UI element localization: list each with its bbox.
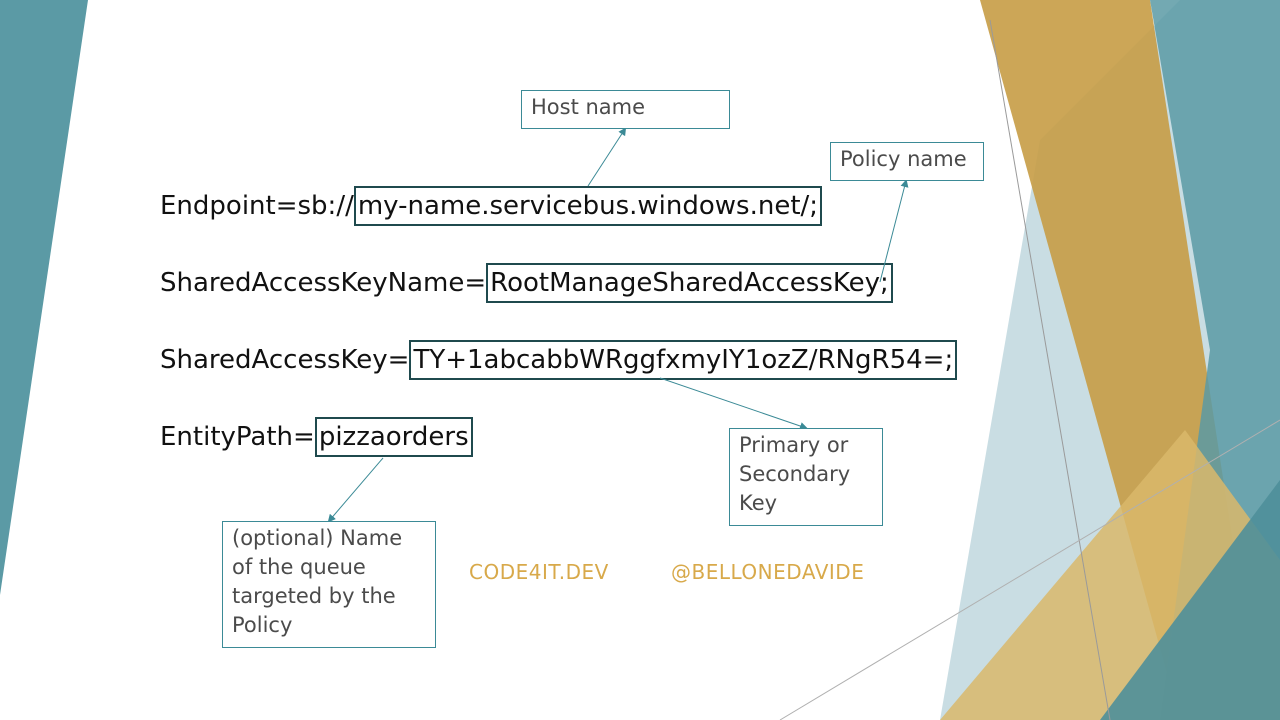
left-teal-shape	[0, 0, 88, 595]
twitter-handle: @BELLONEDAVIDE	[671, 560, 865, 584]
endpoint-line: Endpoint=sb://my-name.servicebus.windows…	[160, 186, 823, 226]
access-key-value: TY+1abcabbWRggfxmyIY1ozZ/RNgR54=;	[409, 340, 958, 380]
queue-name-callout: (optional) Name of the queue targeted by…	[222, 521, 436, 648]
access-key-key: SharedAccessKey=	[160, 345, 410, 375]
right-bottom-teal	[1100, 480, 1280, 720]
key-type-callout: Primary or Secondary Key	[729, 428, 883, 526]
key-name-key: SharedAccessKeyName=	[160, 268, 487, 298]
thin-line-1	[989, 19, 1111, 720]
entity-path-key: EntityPath=	[160, 422, 315, 452]
thin-line-2	[779, 419, 1280, 720]
site-label: CODE4IT.DEV	[469, 560, 609, 584]
host-name-value: my-name.servicebus.windows.net/;	[353, 186, 823, 226]
policy-name-callout: Policy name	[830, 142, 984, 181]
key-name-line: SharedAccessKeyName=RootManageSharedAcce…	[160, 263, 893, 303]
entity-path-line: EntityPath=pizzaorders	[160, 417, 473, 457]
access-key-line: SharedAccessKey=TY+1abcabbWRggfxmyIY1ozZ…	[160, 340, 958, 380]
host-name-callout: Host name	[521, 90, 730, 129]
entity-path-value: pizzaorders	[314, 417, 473, 457]
endpoint-key: Endpoint=sb://	[160, 191, 354, 221]
policy-name-value: RootManageSharedAccessKey;	[486, 263, 893, 303]
